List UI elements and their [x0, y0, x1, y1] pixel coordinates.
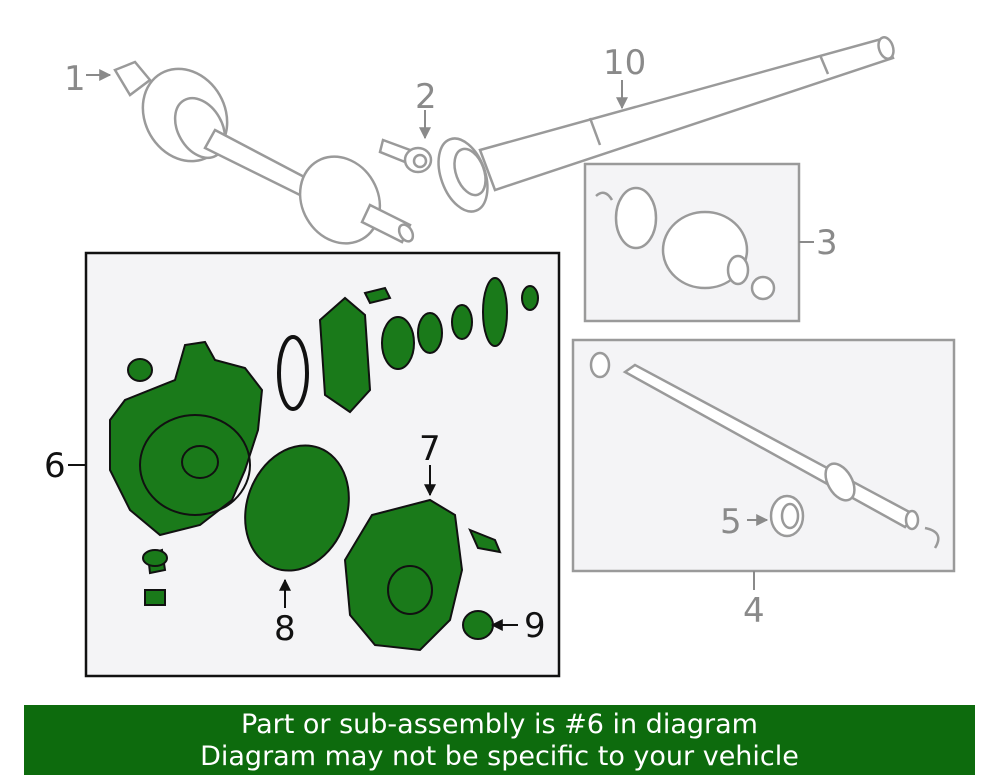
differential-assembly-part-6[interactable] — [109, 277, 539, 652]
cover-part-7[interactable] — [343, 498, 464, 652]
seal-part-9[interactable] — [462, 610, 494, 640]
callout-3: 3 — [816, 223, 838, 263]
callout-10: 10 — [603, 43, 646, 83]
callout-5: 5 — [720, 502, 742, 542]
callout-9: 9 — [524, 606, 546, 646]
banner-line-2: Diagram may not be specific to your vehi… — [200, 741, 799, 772]
bearing-part-5[interactable] — [769, 494, 805, 538]
leader-lines — [68, 69, 814, 631]
callout-7: 7 — [419, 429, 441, 469]
callout-1: 1 — [64, 59, 86, 99]
gasket-part-8[interactable] — [228, 431, 366, 585]
cv-boot-kit-part-3[interactable] — [595, 186, 776, 301]
info-banner: Part or sub-assembly is #6 in diagram Di… — [24, 705, 975, 775]
axle-shaft-part-10[interactable] — [429, 35, 896, 218]
callout-4: 4 — [743, 591, 765, 631]
callout-6: 6 — [44, 446, 66, 486]
intermediate-shaft-part-4[interactable] — [589, 351, 940, 549]
bolt-part-2[interactable] — [378, 138, 433, 174]
callout-8: 8 — [274, 609, 296, 649]
half-shaft-part-1[interactable] — [113, 53, 416, 258]
callout-2: 2 — [415, 77, 437, 117]
banner-line-1: Part or sub-assembly is #6 in diagram — [241, 709, 758, 740]
